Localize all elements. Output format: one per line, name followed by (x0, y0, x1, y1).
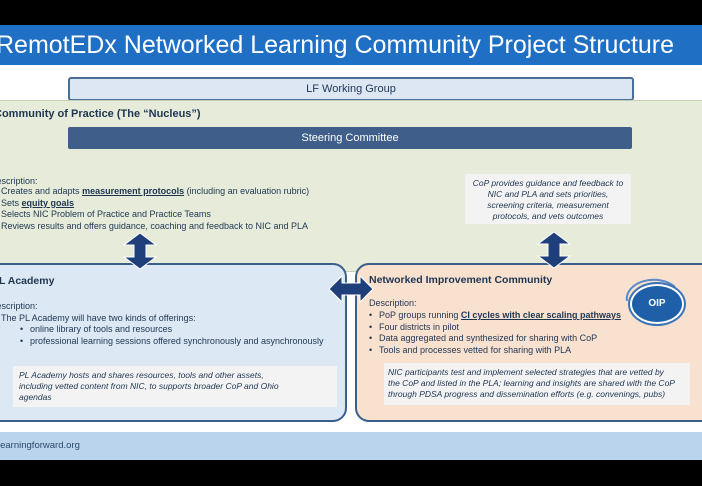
list-item: Data aggregated and synthesized for shar… (369, 333, 621, 345)
footer-url: learningforward.org (0, 432, 702, 460)
double-arrow-horizontal (328, 274, 374, 304)
double-arrow-vertical-right (536, 231, 572, 269)
lf-working-group-box: LF Working Group (68, 77, 634, 101)
list-item: PoP groups running CI cycles with clear … (369, 310, 621, 322)
list-item: Creates and adapts measurement protocols… (1, 186, 310, 196)
cop-title: Community of Practice (The “Nucleus”) (0, 108, 201, 120)
equity-goals-link[interactable]: equity goals (21, 197, 75, 208)
pla-offerings-list: online library of tools and resources pr… (20, 324, 324, 347)
slide-title: RemotEDx Networked Learning Community Pr… (0, 25, 702, 65)
list-item: Four districts in pilot (369, 322, 621, 334)
cop-note: CoP provides guidance and feedback to NI… (465, 174, 631, 224)
oip-badge: OIP (630, 284, 684, 324)
list-item: Tools and processes vetted for sharing w… (369, 345, 621, 357)
double-arrow-vertical-left (122, 232, 158, 270)
measurement-protocols-link[interactable]: measurement protocols (82, 186, 185, 196)
ci-cycles-link[interactable]: CI cycles with clear scaling pathways (460, 310, 621, 320)
list-item: Selects NIC Problem of Practice and Prac… (1, 209, 211, 219)
list-item: professional learning sessions offered s… (20, 336, 324, 348)
nic-title: Networked Improvement Community (369, 274, 553, 286)
list-item: Sets equity goals (1, 197, 75, 208)
cop-description-list: Creates and adapts measurement protocols… (1, 186, 309, 232)
nic-note: NIC participants test and implement sele… (384, 363, 690, 405)
nic-description-list: PoP groups running CI cycles with clear … (369, 310, 621, 356)
pla-intro: The PL Academy will have two kinds of of… (1, 313, 196, 323)
pla-description-label: Description: (0, 301, 38, 311)
list-item: online library of tools and resources (20, 324, 324, 336)
cop-description-label: Description: (0, 176, 38, 186)
pla-note: PL Academy hosts and shares resources, t… (13, 366, 337, 407)
list-item: Reviews results and offers guidance, coa… (1, 220, 309, 231)
nic-description-label: Description: (369, 298, 417, 308)
steering-committee-bar: Steering Committee (68, 127, 632, 149)
pl-academy-title: PL Academy (0, 275, 55, 287)
